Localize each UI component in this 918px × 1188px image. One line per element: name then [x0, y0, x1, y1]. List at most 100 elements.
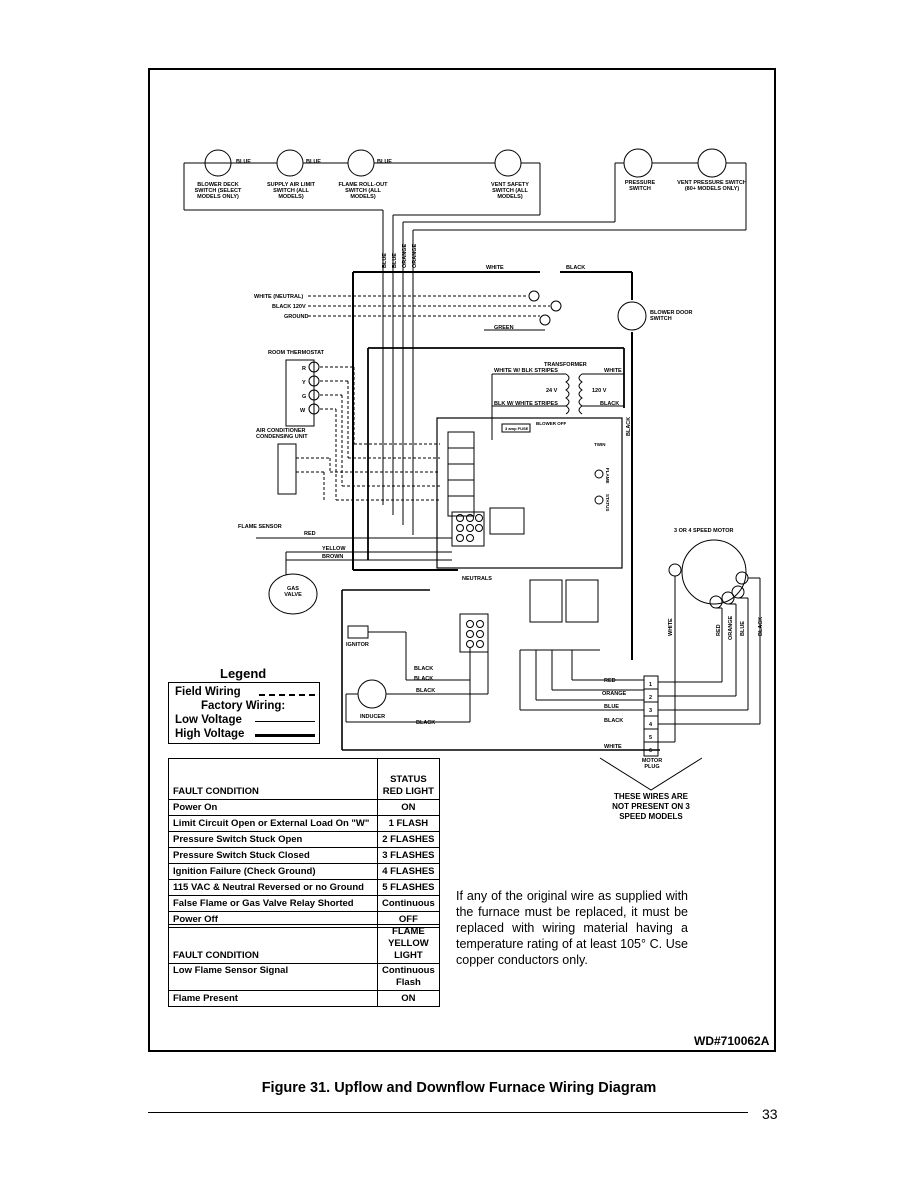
ignitor-black-label: BLACK: [414, 666, 433, 672]
plug-wire-red: RED: [604, 678, 616, 684]
flame-light-table: FAULT CONDITION FLAME YELLOW LIGHT Low F…: [168, 924, 440, 1007]
twin-label: TWIN: [594, 442, 606, 447]
ignitor-label: IGNITOR: [346, 642, 369, 648]
white-neutral-label: WHITE (NEUTRAL): [254, 294, 303, 300]
main-black-label: BLACK: [566, 265, 585, 271]
vent-safety-switch-icon: [494, 149, 522, 177]
inducer-black-label-2: BLACK: [416, 720, 435, 726]
vent-pressure-switch-icon: [697, 148, 727, 178]
terminal-g: G: [302, 394, 306, 400]
fault-condition-cell: Pressure Switch Stuck Closed: [168, 847, 378, 864]
main-white-label: WHITE: [486, 265, 504, 271]
motor-red-label: RED: [716, 624, 722, 636]
legend-box: Field Wiring Factory Wiring: Low Voltage…: [168, 682, 320, 744]
neutrals-label: NEUTRALS: [462, 576, 492, 582]
green-label: GREEN: [494, 325, 514, 331]
blower-off-label: BLOWER OFF: [536, 421, 566, 426]
plug-wire-blue: BLUE: [604, 704, 619, 710]
fault-condition-cell: Power On: [168, 799, 378, 816]
room-thermostat-label: ROOM THERMOSTAT: [268, 350, 325, 356]
black-120v-label: BLACK 120V: [272, 304, 306, 310]
inducer-label: INDUCER: [360, 714, 385, 720]
table-row: Low Flame Sensor Signal: [168, 963, 378, 991]
table-row-light: ON: [377, 990, 440, 1007]
board-black-label: BLACK: [626, 417, 632, 436]
blower-door-switch-icon: [617, 301, 647, 331]
plug-pin-5: 5: [649, 735, 652, 741]
status-col-light: STATUS RED LIGHT: [377, 758, 440, 800]
plug-wire-white: WHITE: [604, 744, 622, 750]
pressure-switch-icon: [623, 148, 653, 178]
motor-label: 3 OR 4 SPEED MOTOR: [674, 528, 734, 534]
24v-label: 24 V: [546, 388, 558, 394]
footer-rule: [148, 1112, 748, 1113]
bundle-label-orange: ORANGE: [402, 244, 408, 268]
motor-orange-label: ORANGE: [728, 616, 734, 640]
ground-label: GROUND: [284, 314, 308, 320]
legend-high-label: High Voltage: [175, 728, 245, 740]
plug-pin-3: 3: [649, 708, 652, 714]
flame-rollout-switch-icon: [347, 149, 375, 177]
page-number: 33: [762, 1106, 778, 1122]
bundle-label-orange: ORANGE: [412, 244, 418, 268]
figure-caption: Figure 31. Upflow and Downflow Furnace W…: [261, 1080, 657, 1096]
motor-white-label: WHITE: [668, 618, 674, 636]
flame-sensor-label: FLAME SENSOR: [238, 524, 282, 530]
plug-pin-4: 4: [649, 722, 653, 728]
plug-wire-black: BLACK: [604, 718, 623, 724]
table-row-light: Continuous Flash: [377, 963, 440, 991]
wire-label-blue: BLUE: [236, 159, 251, 165]
yellow-label: YELLOW: [322, 546, 346, 552]
blower-door-switch-label: BLOWER DOOR SWITCH: [650, 310, 693, 322]
status-light-cell: Continuous: [377, 895, 440, 912]
fault-condition-cell: 115 VAC & Neutral Reversed or no Ground: [168, 879, 378, 896]
motor-blue-label: BLUE: [740, 621, 746, 636]
terminal-y: Y: [302, 380, 306, 386]
status-light-cell: 4 FLASHES: [377, 863, 440, 880]
table-row: Flame Present: [168, 990, 378, 1007]
legend-field-label: Field Wiring: [175, 686, 241, 698]
status-led-label: STATUS: [605, 494, 610, 511]
fault-condition-cell: False Flame or Gas Valve Relay Shorted: [168, 895, 378, 912]
gas-valve-label: GAS VALVE: [284, 586, 302, 598]
blk-white-stripes-label: BLK W/ WHITE STRIPES: [494, 401, 558, 407]
blower-deck-switch-label: BLOWER DECK SWITCH (SELECT MODELS ONLY): [194, 182, 242, 200]
diagram-frame: [148, 68, 776, 1052]
120v-label: 120 V: [592, 388, 607, 394]
fault-condition-cell: Ignition Failure (Check Ground): [168, 863, 378, 880]
transformer-label: TRANSFORMER: [544, 362, 587, 368]
fault-condition-cell: Limit Circuit Open or External Load On "…: [168, 815, 378, 832]
table-row: Ignition Failure (Check Ground)4 FLASHES: [168, 863, 440, 880]
plug-pin-6: 6: [649, 748, 652, 754]
vent-safety-switch-label: VENT SAFETY SWITCH (ALL MODELS): [491, 182, 529, 200]
legend-high-line: [255, 734, 315, 737]
vent-pressure-switch-label: VENT PRESSURE SWITCH (80+ MODELS ONLY): [677, 180, 747, 192]
motor-black-label: BLACK: [758, 617, 764, 636]
status-light-table: FAULT CONDITION STATUS RED LIGHT Power O…: [168, 758, 440, 928]
legend-factory-label: Factory Wiring:: [201, 700, 286, 712]
brown-label: BROWN: [322, 554, 343, 560]
plug-wire-orange: ORANGE: [602, 691, 626, 697]
inducer-black-label: BLACK: [416, 688, 435, 694]
wire-replacement-note: If any of the original wire as supplied …: [456, 889, 688, 967]
drawing-number: WD#710062A: [694, 1034, 770, 1048]
legend-field-line: [259, 694, 315, 696]
table-row: Limit Circuit Open or External Load On "…: [168, 815, 440, 832]
status-light-cell: ON: [377, 799, 440, 816]
terminal-w: W: [300, 408, 306, 414]
ac-unit-label: AIR CONDITIONER CONDENSING UNIT: [256, 428, 308, 440]
plug-pin-2: 2: [649, 695, 652, 701]
flame-col-light: FLAME YELLOW LIGHT: [377, 924, 440, 964]
wire-label-blue: BLUE: [306, 159, 321, 165]
legend-low-label: Low Voltage: [175, 714, 242, 726]
fault-condition-cell: Pressure Switch Stuck Open: [168, 831, 378, 848]
transformer-black-label: BLACK: [600, 401, 619, 407]
flame-rollout-switch-label: FLAME ROLL-OUT SWITCH (ALL MODELS): [338, 182, 388, 200]
pressure-switch-label: PRESSURE SWITCH: [624, 180, 656, 192]
